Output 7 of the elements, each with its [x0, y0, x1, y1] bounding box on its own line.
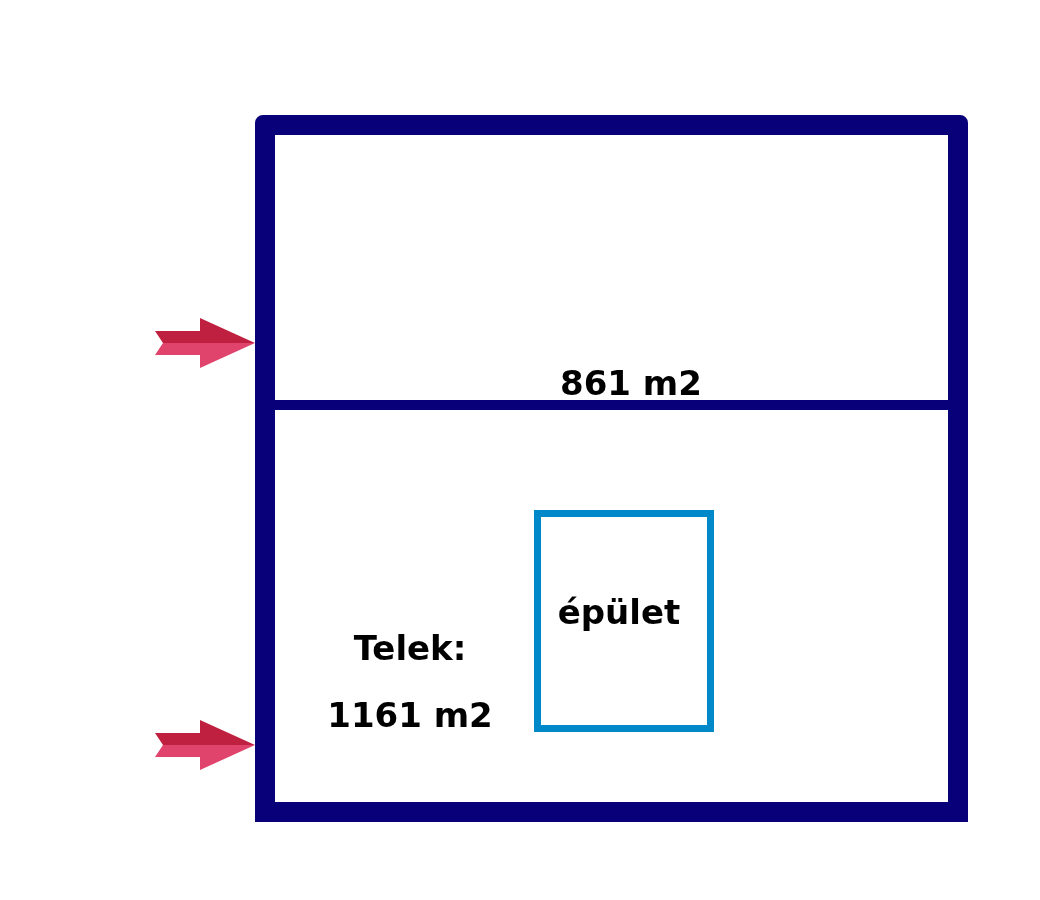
building-outline — [534, 510, 714, 732]
plot-label: Telek: — [353, 628, 467, 668]
arrow — [155, 720, 255, 770]
building-label: épület — [557, 592, 681, 632]
area-label: 1161 m2 — [327, 695, 493, 735]
arrow — [155, 318, 255, 368]
area-label: 861 m2 — [560, 363, 702, 403]
